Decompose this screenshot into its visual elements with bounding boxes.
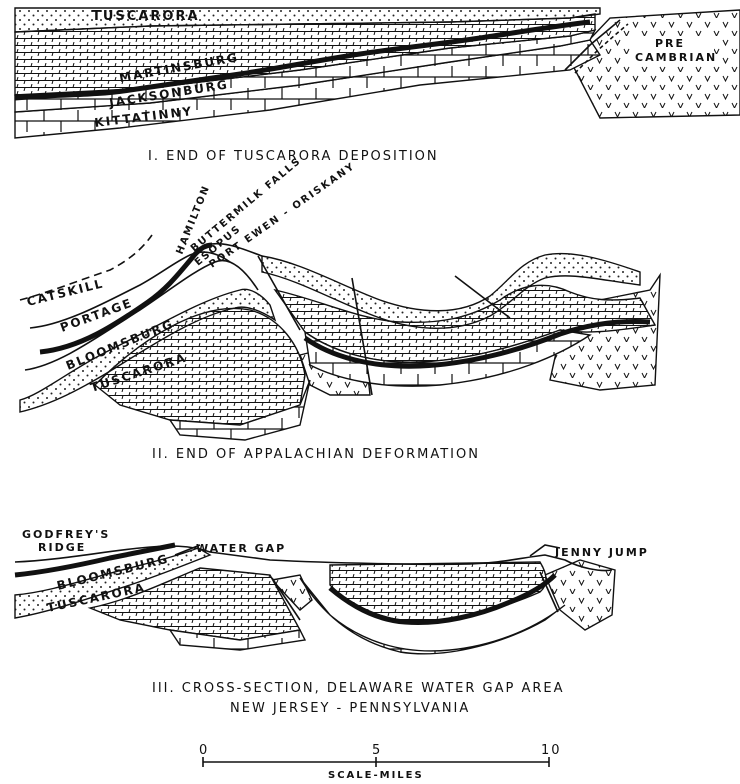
label-precambrian-line2: CAMBRIAN bbox=[635, 51, 717, 64]
caption-panel-3-line2: NEW JERSEY - PENNSYLVANIA bbox=[230, 701, 470, 716]
scale-title: SCALE-MILES bbox=[328, 770, 424, 781]
scale-tick-5: 5 bbox=[372, 743, 382, 758]
scale-tick-0: 0 bbox=[199, 743, 209, 758]
scale-tick-10: 10 bbox=[541, 743, 562, 758]
caption-panel-3-line1: III. CROSS-SECTION, DELAWARE WATER GAP A… bbox=[152, 681, 565, 696]
scale-bar: 0 5 10 SCALE-MILES bbox=[199, 743, 562, 781]
panel-1-section: TUSCARORA MARTINSBURG JACKSONBURG KITTAT… bbox=[15, 8, 740, 164]
label-portage: PORTAGE bbox=[58, 296, 134, 335]
label-godfreys-ridge-line2: RIDGE bbox=[38, 541, 86, 554]
label-water-gap: WATER GAP bbox=[196, 542, 286, 555]
caption-panel-2: II. END OF APPALACHIAN DEFORMATION bbox=[152, 447, 480, 462]
label-godfreys-ridge-line1: GODFREY'S bbox=[22, 528, 110, 541]
label-tuscarora: TUSCARORA bbox=[92, 9, 200, 24]
panel-3-section: GODFREY'S RIDGE WATER GAP JENNY JUMP BLO… bbox=[15, 528, 649, 716]
label-catskill: CATSKILL bbox=[25, 276, 105, 309]
panel2-limestone-core-left bbox=[95, 308, 305, 425]
panel-2-section: HAMILTON BUTTERMILK FALLS ESOPUS PORT EW… bbox=[20, 155, 660, 462]
label-precambrian-line1: PRE bbox=[655, 37, 685, 50]
label-jenny-jump: JENNY JUMP bbox=[554, 546, 649, 559]
